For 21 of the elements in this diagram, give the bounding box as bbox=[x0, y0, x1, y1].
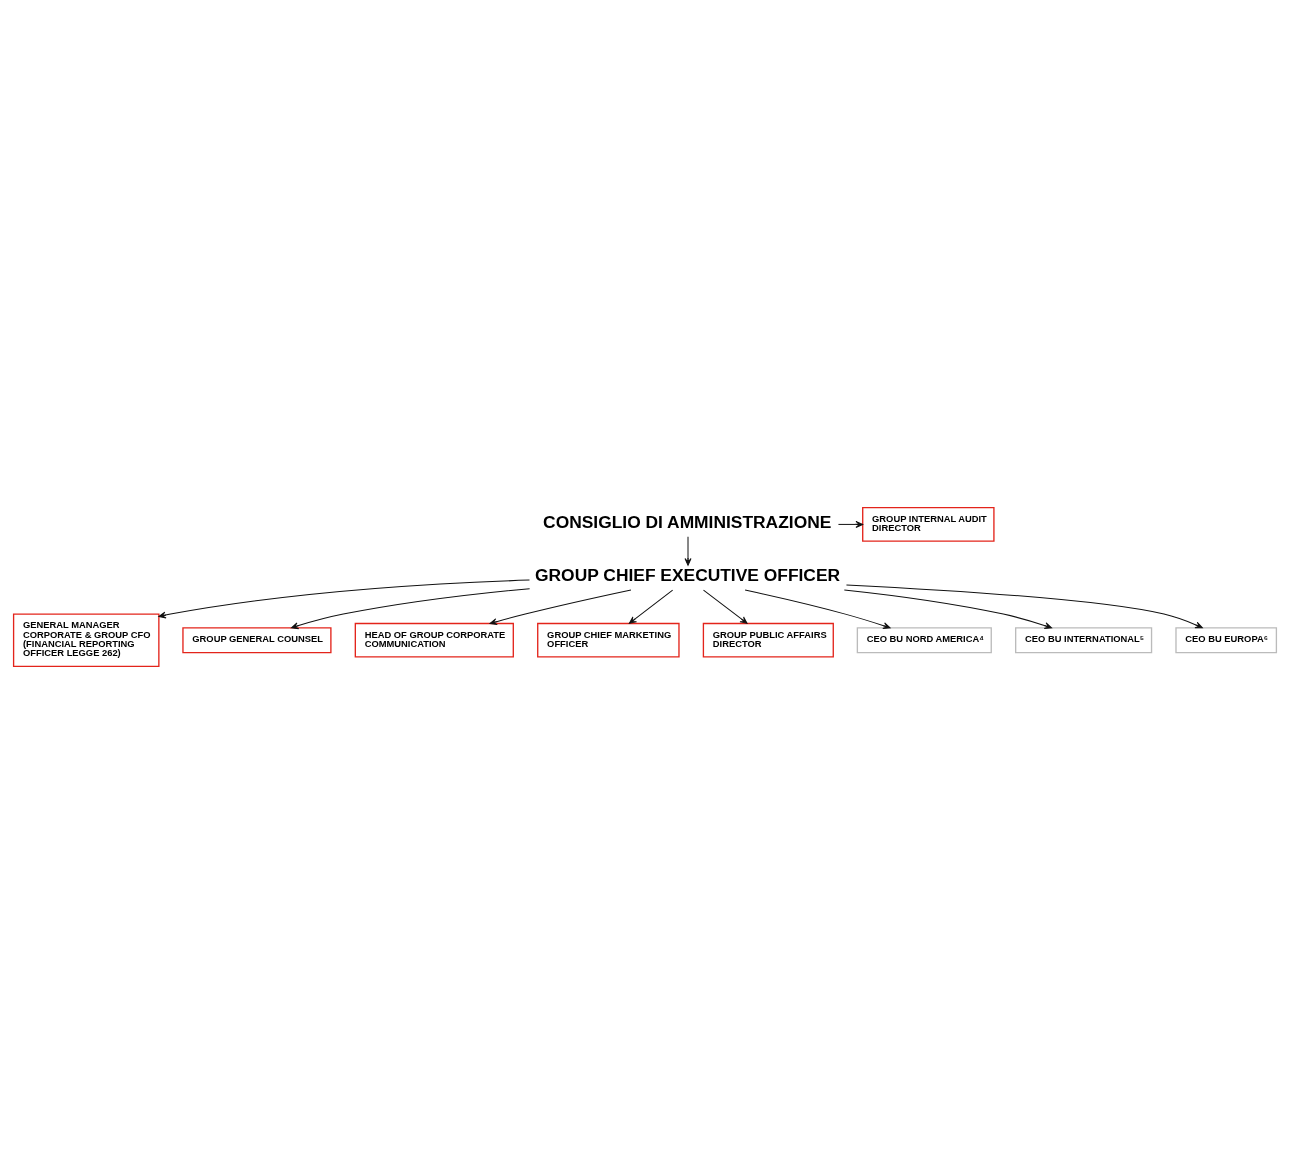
arrow bbox=[489, 589, 632, 625]
arrow bbox=[744, 589, 891, 629]
node-box: GROUP CHIEF MARKETING OFFICER bbox=[537, 622, 680, 658]
node-text: CONSIGLIO DI AMMINISTRAZIONE bbox=[543, 511, 832, 532]
node-box: GROUP PUBLIC AFFAIRS DIRECTOR bbox=[702, 622, 834, 658]
node-box: CEO BU EUROPA⁶ bbox=[1175, 626, 1278, 653]
arrow bbox=[628, 589, 674, 624]
node-text: GROUP CHIEF EXECUTIVE OFFICER bbox=[535, 564, 841, 585]
arrow bbox=[684, 535, 692, 566]
node-box: GROUP GENERAL COUNSEL bbox=[182, 626, 332, 653]
node-box: GENERAL MANAGER CORPORATE & GROUP CFO (FINANCIAL REPORTING OFFICER LEGGE 262) bbox=[12, 612, 160, 667]
arrow bbox=[843, 589, 1053, 629]
arrow bbox=[158, 579, 530, 619]
node-box: CEO BU NORD AMERICA⁴ bbox=[856, 626, 992, 653]
arrow bbox=[703, 589, 748, 624]
node-box: HEAD OF GROUP CORPORATE COMMUNICATION bbox=[354, 622, 514, 658]
arrow bbox=[837, 520, 864, 528]
arrow bbox=[290, 587, 531, 629]
node-box: CEO BU INTERNATIONAL⁵ bbox=[1015, 626, 1153, 653]
node-box: GROUP INTERNAL AUDIT DIRECTOR bbox=[862, 506, 995, 542]
arrow bbox=[845, 583, 1203, 628]
